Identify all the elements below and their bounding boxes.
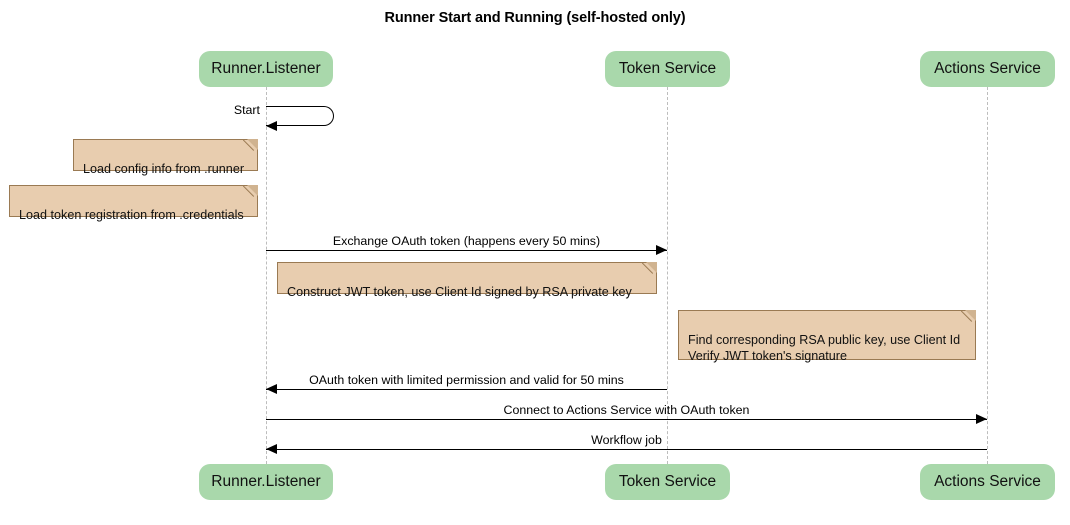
participant-label: Token Service (618, 60, 717, 77)
participant-bottom-token-service[interactable]: Token Service (605, 464, 730, 500)
message-line-workflow-job (266, 449, 987, 450)
arrowhead-start (266, 120, 277, 131)
message-line-connect-actions-service (266, 419, 987, 420)
message-label-connect-actions-service: Connect to Actions Service with OAuth to… (503, 403, 750, 417)
note-text: Load config info from .runner (83, 162, 245, 176)
note-fold-edge-icon (243, 185, 258, 200)
note-text: Construct JWT token, use Client Id signe… (287, 285, 632, 299)
lifeline-token-service (667, 87, 668, 464)
note-fold-edge-icon (961, 310, 976, 325)
participant-top-token-service[interactable]: Token Service (605, 51, 730, 87)
note-fold-edge-icon (642, 262, 657, 277)
participant-bottom-runner-listener[interactable]: Runner.Listener (199, 464, 333, 500)
arrowhead-workflow-job (266, 443, 277, 454)
participant-label: Actions Service (934, 473, 1041, 490)
note-load-token-registration: Load token registration from .credential… (9, 185, 258, 222)
note-verify-jwt-signature: Find corresponding RSA public key, use C… (678, 310, 976, 363)
message-line-exchange-oauth-token (266, 250, 667, 251)
participant-label: Runner.Listener (211, 60, 321, 77)
note-construct-jwt-token: Construct JWT token, use Client Id signe… (277, 262, 657, 299)
participant-bottom-actions-service[interactable]: Actions Service (920, 464, 1055, 500)
message-label-start: Start (233, 103, 260, 117)
arrowhead-connect-actions-service (976, 413, 987, 424)
arrowhead-oauth-token-response (266, 383, 277, 394)
message-line-oauth-token-response (266, 389, 667, 390)
message-label-workflow-job: Workflow job (591, 433, 662, 447)
participant-top-actions-service[interactable]: Actions Service (920, 51, 1055, 87)
message-label-oauth-token-response: OAuth token with limited permission and … (309, 373, 624, 387)
participant-label: Token Service (618, 473, 717, 490)
participant-label: Runner.Listener (211, 473, 321, 490)
note-load-config-info: Load config info from .runner (73, 139, 258, 176)
lifeline-runner-listener (266, 87, 267, 464)
participant-label: Actions Service (934, 60, 1041, 77)
message-label-exchange-oauth-token: Exchange OAuth token (happens every 50 m… (332, 234, 601, 248)
note-text: Load token registration from .credential… (19, 208, 244, 222)
note-fold-edge-icon (243, 139, 258, 154)
lifeline-actions-service (987, 87, 988, 464)
participant-top-runner-listener[interactable]: Runner.Listener (199, 51, 333, 87)
message-self-loop-start (266, 106, 334, 126)
diagram-title: Runner Start and Running (self-hosted on… (384, 10, 686, 26)
arrowhead-exchange-oauth-token (656, 244, 667, 255)
note-text: Find corresponding RSA public key, use C… (688, 333, 961, 363)
